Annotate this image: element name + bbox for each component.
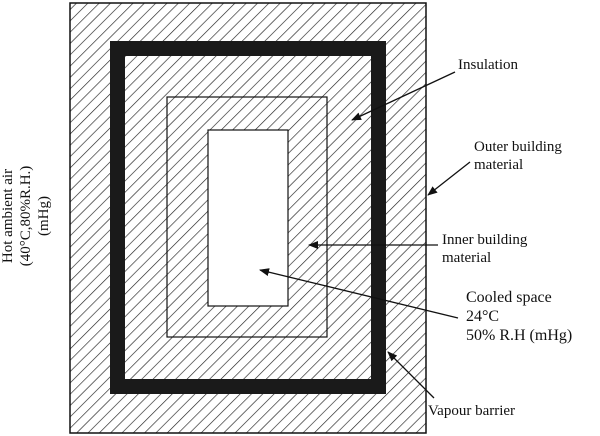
inner-building-material-line2: material [442, 250, 492, 266]
insulation-label: Insulation [458, 57, 518, 73]
cooled-space-arrow [259, 268, 459, 319]
insulation-arrow [351, 71, 456, 121]
vapour-barrier-label: Vapour barrier [428, 403, 516, 419]
inner-building-material-line1: Inner building [442, 232, 528, 248]
hot-ambient-air-line3: (mHg) [36, 196, 52, 237]
cooled-space-line2: 24°C [466, 308, 500, 325]
cooled-space-label: Cooled space 24°C 50% R.H (mHg) [466, 288, 572, 345]
hot-ambient-air-label: Hot ambient air (40°C,80%R.H.) (mHg) [0, 166, 53, 267]
cooled-space-line1: Cooled space [466, 289, 552, 306]
vapour-barrier-arrow [387, 351, 435, 399]
hot-ambient-air-line2: (40°C,80%R.H.) [18, 165, 34, 267]
cooled-space-region [207, 129, 289, 307]
outer-material-arrow [427, 161, 471, 196]
hot-ambient-air-line1: Hot ambient air [0, 168, 16, 264]
inner-building-material-label: Inner building material [442, 231, 527, 267]
outer-building-material-label: Outer building material [474, 138, 562, 174]
outer-building-material-line1: Outer building [474, 139, 562, 155]
cooled-space-line3: 50% R.H (mHg) [466, 327, 573, 344]
outer-building-material-line2: material [474, 157, 524, 173]
